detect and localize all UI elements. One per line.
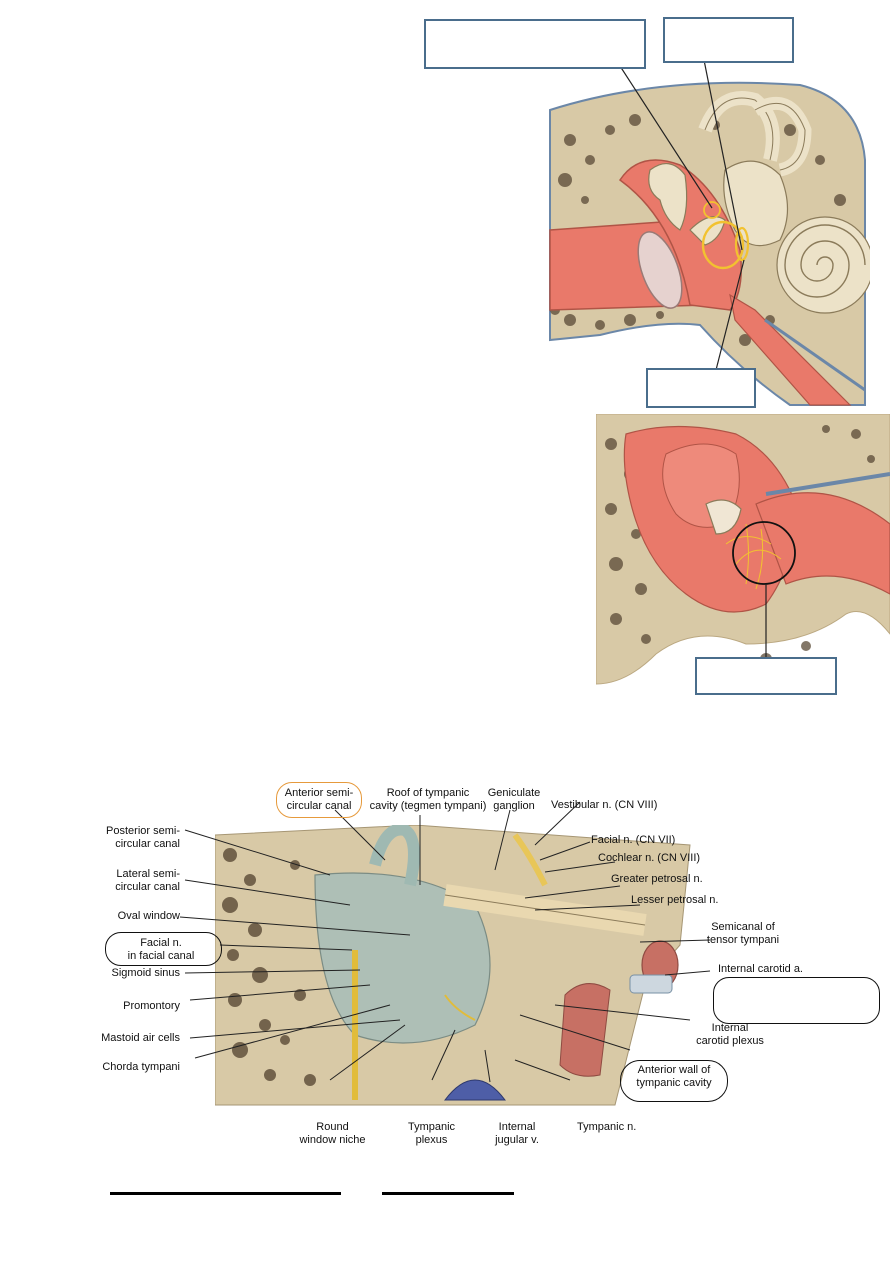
label-lateral-semicircular-canal: Lateral semi- circular canal	[115, 868, 180, 893]
label-lesser-petrosal-n: Lesser petrosal n.	[631, 894, 719, 906]
label-facial-n: Facial n. (CN VII)	[591, 834, 676, 846]
label-vestibular-n: Vestibular n. (CN VIII)	[551, 799, 658, 811]
bottom-leader-lines	[179, 801, 711, 1083]
top-leader-lines	[619, 59, 745, 371]
label-mastoid-air-cells: Mastoid air cells	[101, 1032, 180, 1044]
temporal-bone-illustration	[215, 825, 691, 1106]
highlight-anterior-wall	[620, 1060, 728, 1102]
label-oval-window: Oval window	[117, 910, 180, 922]
label-sigmoid-sinus: Sigmoid sinus	[111, 967, 180, 979]
answer-box-4[interactable]	[695, 657, 837, 695]
highlight-facial-n-in-facial-canal	[105, 932, 222, 966]
label-anterior-wall: Anterior wall of tympanic cavity	[636, 1064, 712, 1089]
tympanic-cavity-illustration	[596, 414, 890, 685]
divider-line-right	[382, 1192, 514, 1195]
ear-cross-section-illustration	[549, 81, 870, 406]
label-tympanic-n: Tympanic n.	[577, 1121, 637, 1133]
label-roof-of-tympanic-cavity: Roof of tympanic cavity (tegmen tympani)	[369, 787, 487, 812]
answer-box-2[interactable]	[663, 17, 794, 63]
answer-box-1[interactable]	[424, 19, 646, 69]
label-greater-petrosal-n: Greater petrosal n.	[611, 873, 703, 885]
answer-box-5[interactable]	[713, 977, 880, 1024]
divider-line-left	[110, 1192, 341, 1195]
label-round-window-niche: Round window niche	[299, 1121, 366, 1146]
answer-box-3[interactable]	[646, 368, 756, 408]
highlight-anterior-semicircular-canal	[276, 782, 362, 818]
label-internal-jugular-v: Internal jugular v.	[495, 1121, 539, 1146]
label-internal-carotid-a: Internal carotid a.	[718, 963, 803, 975]
label-promontory: Promontory	[123, 1000, 180, 1012]
label-chorda-tympani: Chorda tympani	[102, 1061, 180, 1073]
label-internal-carotid-plexus: Internal carotid plexus	[696, 1022, 764, 1047]
label-cochlear-n: Cochlear n. (CN VIII)	[598, 852, 701, 864]
label-posterior-semicircular-canal: Posterior semi- circular canal	[106, 825, 180, 850]
label-semicanal-tensor-tympani: Semicanal of tensor tympani	[706, 921, 780, 946]
label-geniculate-ganglion: Geniculate ganglion	[487, 787, 541, 812]
label-facial-n-in-facial-canal: Facial n. in facial canal	[127, 937, 195, 962]
label-tympanic-plexus: Tympanic plexus	[407, 1121, 456, 1146]
